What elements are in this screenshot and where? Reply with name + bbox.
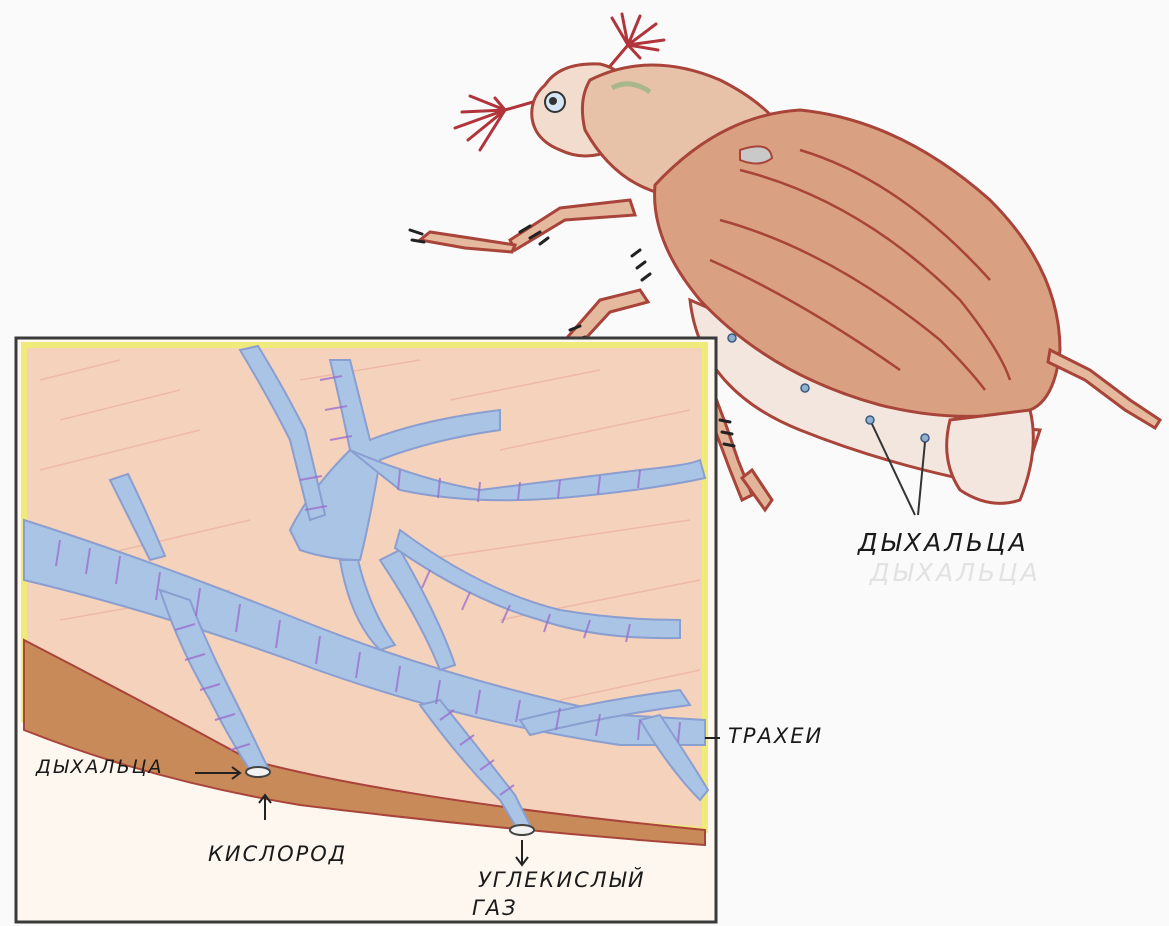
tracheal-system-illustration (16, 338, 720, 922)
label-oxygen: КИСЛОРОД (208, 842, 347, 866)
label-co2-line2: ГАЗ (472, 896, 518, 920)
label-spiracles-beetle: ДЫХАЛЬЦА (858, 528, 1029, 557)
label-co2-line1: УГЛЕКИСЛЫЙ (478, 868, 646, 892)
label-trachea: ТРАХЕИ (728, 724, 823, 748)
label-spiracles-ghost: ДЫХАЛЬЦА (870, 558, 1041, 587)
label-spiracles-inset: ДЫХАЛЬЦА (36, 756, 163, 778)
